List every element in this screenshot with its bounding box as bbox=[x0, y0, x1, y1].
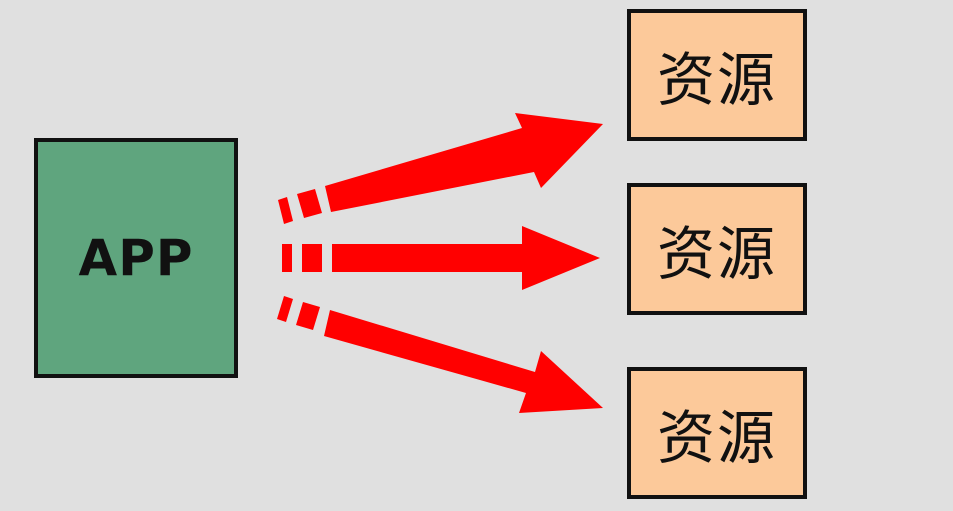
arrow-2-body bbox=[332, 226, 600, 290]
app-node-label: APP bbox=[78, 229, 194, 287]
resource-node-1: 资源 bbox=[627, 9, 807, 141]
arrow-to-resource-3 bbox=[277, 296, 603, 413]
arrow-1-dash-2 bbox=[297, 189, 322, 218]
arrow-3-dash-1 bbox=[277, 296, 293, 322]
arrow-1-dash-1 bbox=[278, 197, 293, 224]
resource-node-1-label: 资源 bbox=[656, 46, 777, 114]
resource-node-3: 资源 bbox=[627, 367, 807, 499]
resource-node-2-label: 资源 bbox=[656, 220, 777, 288]
arrow-2-dash-1 bbox=[282, 244, 292, 272]
arrow-3-body bbox=[324, 310, 603, 413]
arrow-1-body bbox=[325, 113, 603, 212]
resource-node-2: 资源 bbox=[627, 183, 807, 315]
arrow-to-resource-1 bbox=[278, 113, 603, 224]
arrow-2-dash-2 bbox=[302, 244, 322, 272]
arrow-to-resource-2 bbox=[282, 226, 600, 290]
resource-node-3-label: 资源 bbox=[656, 404, 777, 472]
app-node: APP bbox=[34, 138, 238, 378]
arrow-3-dash-2 bbox=[296, 302, 320, 330]
